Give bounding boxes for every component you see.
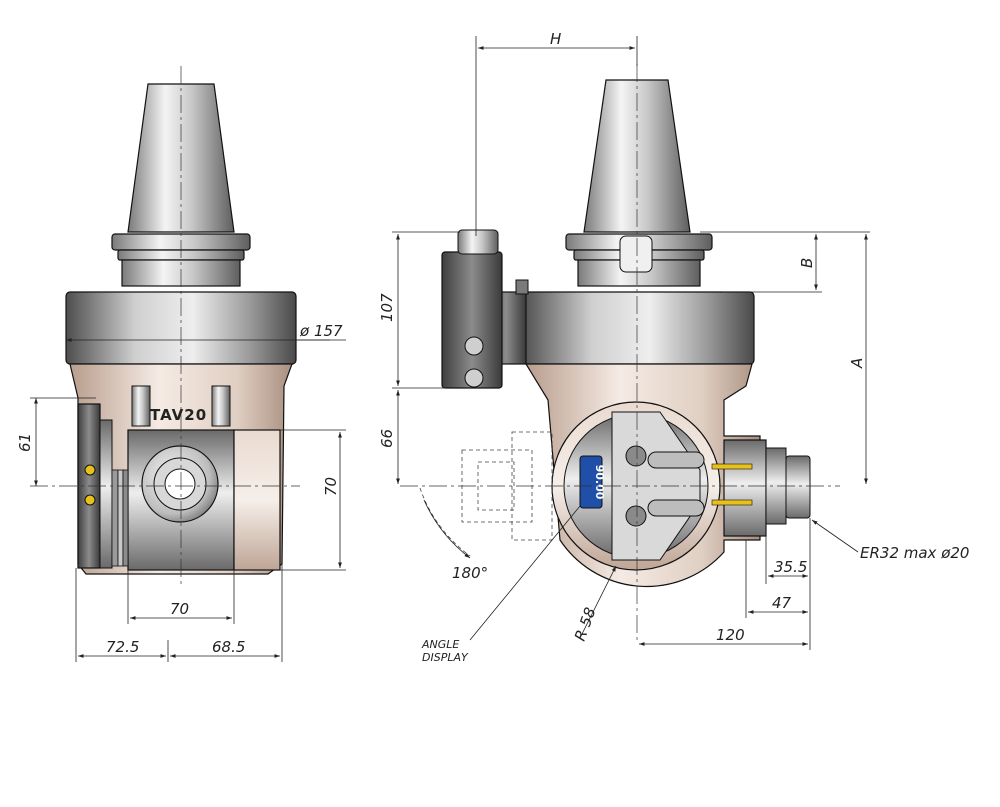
dim-70-vertical: 70 bbox=[322, 477, 340, 496]
dim-diameter-157: ø 157 bbox=[299, 322, 343, 340]
collet-spec: ER32 max ø20 bbox=[860, 544, 969, 562]
dim-70-horizontal: 70 bbox=[170, 600, 189, 618]
side-slot-upper bbox=[647, 451, 705, 469]
side-drive-slot bbox=[619, 235, 653, 273]
dim-68-5: 68.5 bbox=[212, 638, 245, 656]
angle-display-label-line1: ANGLE bbox=[421, 638, 459, 651]
dim-h: H bbox=[550, 30, 561, 48]
dim-b: B bbox=[798, 258, 816, 268]
side-pin-upper bbox=[711, 463, 753, 470]
front-key-left bbox=[131, 385, 151, 427]
side-stop-block bbox=[441, 251, 503, 389]
side-small-pin bbox=[515, 279, 529, 295]
front-dimensions: ø 157 61 70 70 72.5 68.5 bbox=[16, 322, 346, 662]
front-view: TAV20 bbox=[30, 66, 300, 586]
side-slot-lower bbox=[647, 499, 705, 517]
dim-107: 107 bbox=[378, 293, 396, 322]
dim-120: 120 bbox=[716, 626, 745, 644]
side-output-spindle bbox=[723, 439, 767, 537]
dim-61: 61 bbox=[16, 433, 34, 452]
model-label: TAV20 bbox=[150, 406, 207, 424]
side-stop-screw-bottom-icon bbox=[464, 368, 484, 388]
angle-display-value: 90.00 bbox=[593, 465, 606, 500]
dim-72-5: 72.5 bbox=[106, 638, 139, 656]
dim-a: A bbox=[848, 358, 866, 369]
front-end-grooves bbox=[99, 419, 129, 569]
front-screw-bottom-icon bbox=[84, 494, 96, 506]
side-main-flange bbox=[521, 291, 755, 365]
side-dimensions: H 107 66 B A 180° R 58 ANGLE DISPLAY 35.… bbox=[378, 30, 969, 664]
front-key-right bbox=[211, 385, 231, 427]
side-view: 90.00 bbox=[400, 64, 840, 640]
side-pin-lower bbox=[711, 499, 753, 506]
front-collet-bore bbox=[164, 468, 196, 500]
dim-r58: R 58 bbox=[571, 605, 600, 643]
front-side-plate bbox=[233, 429, 281, 571]
side-stop-screw-top-icon bbox=[464, 336, 484, 356]
dim-66: 66 bbox=[378, 429, 396, 448]
side-swivel-screw-top-icon bbox=[625, 445, 647, 467]
front-screw-top-icon bbox=[84, 464, 96, 476]
dim-35-5: 35.5 bbox=[774, 558, 807, 576]
dim-47: 47 bbox=[772, 594, 792, 612]
side-swivel-screw-bottom-icon bbox=[625, 505, 647, 527]
side-ghost-position bbox=[419, 431, 553, 557]
angle-display-label-line2: DISPLAY bbox=[422, 651, 469, 664]
angle-display-panel bbox=[579, 455, 603, 509]
side-collet-nose bbox=[785, 455, 811, 519]
side-stop-pin bbox=[457, 229, 499, 255]
dim-180-degree: 180° bbox=[452, 564, 488, 582]
